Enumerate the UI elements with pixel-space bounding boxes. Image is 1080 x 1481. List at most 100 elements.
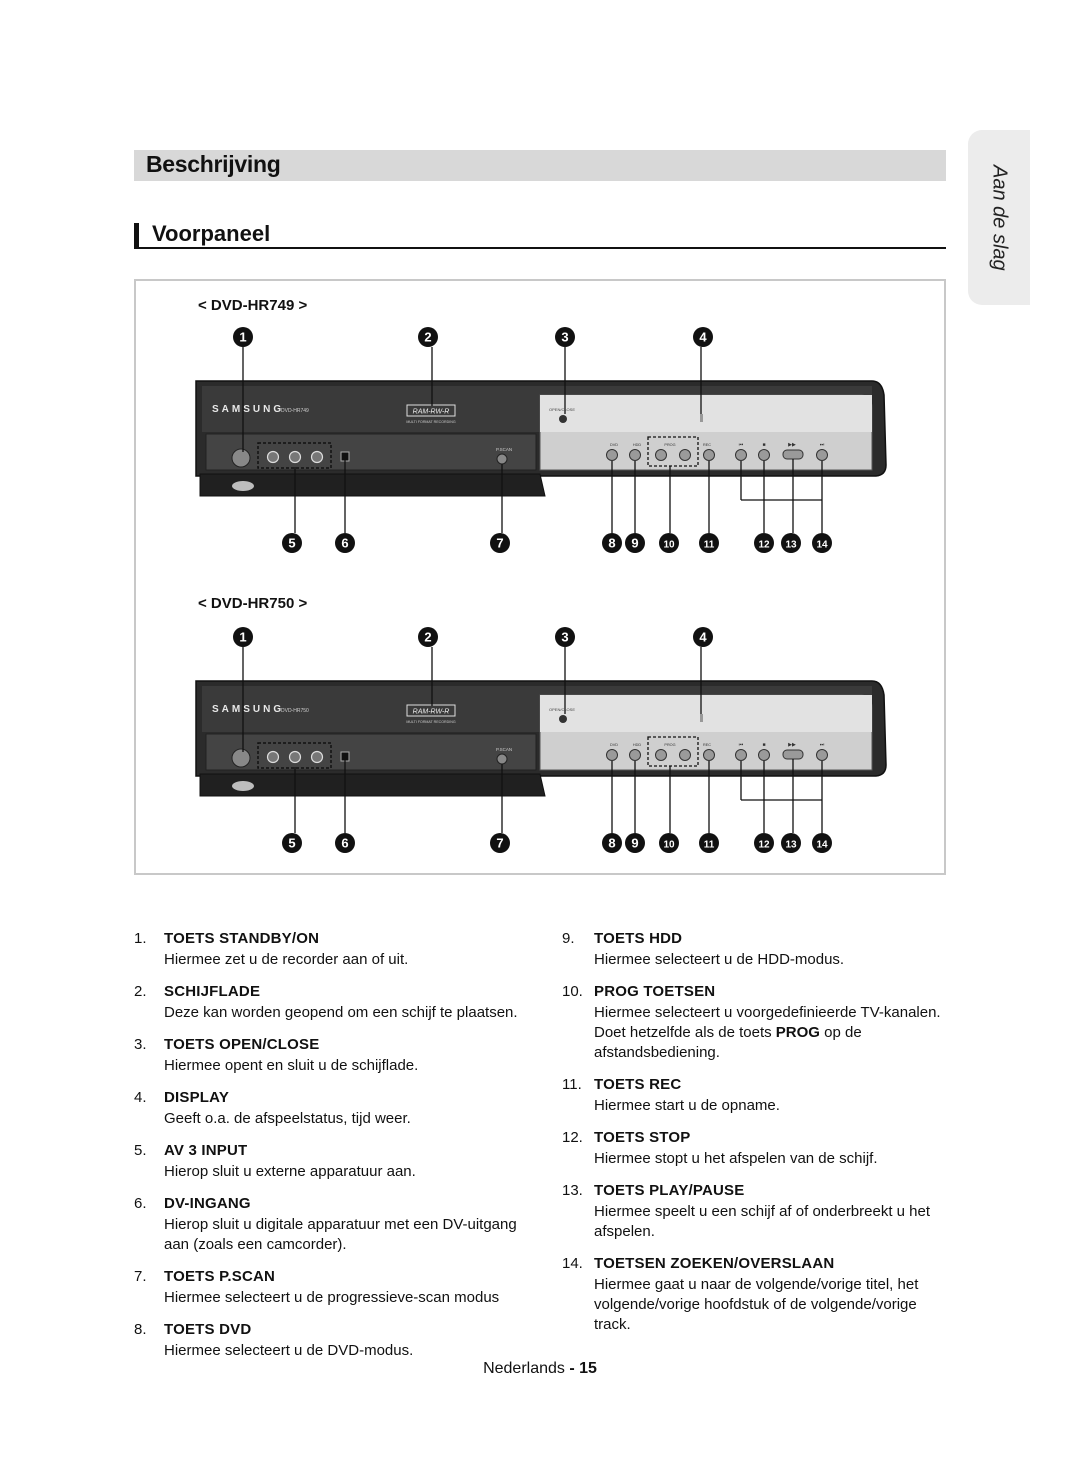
subsection-title: Voorpaneel [152, 221, 271, 246]
callout-4 [693, 627, 713, 647]
callout-number: 1 [239, 630, 246, 645]
callout-8 [602, 533, 622, 553]
model-label-hr750: < DVD-HR750 > [198, 595, 308, 612]
item-description: Hiermee selecteert u de progressieve-sca… [164, 1289, 500, 1306]
open-close-button [559, 715, 567, 723]
callout-11 [699, 533, 719, 553]
format-logo: RAM-RW-R [413, 709, 450, 716]
av-jack [288, 450, 302, 464]
callout-3 [555, 627, 575, 647]
stop-icon: ■ [762, 442, 765, 448]
callout-number: 3 [561, 330, 568, 345]
skip-back-icon: ⏮ [739, 742, 744, 748]
item-heading: TOETS P.SCAN [164, 1268, 276, 1285]
callout-9 [625, 833, 645, 853]
open-close-label: OPEN/CLOSE [549, 707, 575, 712]
item-heading: TOETS STANDBY/ON [164, 930, 320, 947]
callout-number: 6 [341, 536, 348, 551]
item-heading: PROG TOETSEN [594, 983, 716, 1000]
format-caption: MULTI FORMAT RECORDING [406, 720, 456, 724]
item-description: Hiermee gaat u naar de volgende/vorige t… [594, 1276, 919, 1333]
item-description: Hiermee selecteert u de HDD-modus. [594, 951, 845, 968]
callout-number: 2 [424, 630, 431, 645]
av-jack [266, 450, 280, 464]
callout-number: 10 [663, 840, 675, 851]
callout-number: 11 [704, 540, 715, 551]
chapter-tab-label: Aan de slag [988, 164, 1011, 271]
item-heading: DISPLAY [164, 1089, 230, 1106]
rec-button [703, 449, 715, 461]
callout-10 [659, 533, 679, 553]
av-jack [266, 750, 280, 764]
av-jack [310, 450, 324, 464]
prog-down-button [655, 749, 667, 761]
prog-buttons-group [647, 736, 699, 767]
item-heading: TOETSEN ZOEKEN/OVERSLAAN [594, 1255, 835, 1272]
prog-up-button [679, 749, 691, 761]
skip-back-button [735, 449, 747, 461]
av-jack [288, 750, 302, 764]
stop-button [758, 449, 770, 461]
dvd-button [606, 449, 618, 461]
callout-9 [625, 533, 645, 553]
standby-button [231, 748, 251, 768]
callout-number: 12 [758, 840, 770, 851]
page-footer: Nederlands - 15 [483, 1360, 597, 1377]
hdd-button [629, 749, 641, 761]
item-description: Hiermee zet u de recorder aan of uit. [164, 951, 409, 968]
item-description: Geeft o.a. de afspeelstatus, tijd weer. [164, 1110, 411, 1127]
model-print: DVD-HR749 [281, 408, 309, 414]
brand-logo: SAMSUNG [212, 404, 284, 415]
callout-11 [699, 833, 719, 853]
callout-14 [812, 833, 832, 853]
display-window [540, 695, 872, 732]
item-description: Hiermee selecteert u de DVD-modus. [164, 1342, 414, 1359]
hdd-button [629, 449, 641, 461]
prog-up-button [679, 449, 691, 461]
callout-number: 13 [785, 540, 797, 551]
callout-4 [693, 327, 713, 347]
display-window [540, 395, 872, 432]
callout-12 [754, 833, 774, 853]
callout-6 [335, 833, 355, 853]
button-label-hdd: HDD [633, 743, 641, 747]
callout-5 [282, 833, 302, 853]
callout-10 [659, 833, 679, 853]
brand-logo: SAMSUNG [212, 704, 284, 715]
skip-forward-button [816, 749, 828, 761]
av-input-group [257, 442, 332, 469]
item-heading: TOETS PLAY/PAUSE [594, 1182, 745, 1199]
pscan-button [496, 753, 508, 765]
play-pause-icon: ▶▶ [788, 742, 796, 748]
callout-number: 5 [288, 836, 295, 851]
left-lower-panel [205, 733, 537, 771]
item-heading: TOETS HDD [594, 930, 683, 947]
callout-number: 5 [288, 536, 295, 551]
callout-7 [490, 833, 510, 853]
format-logo-box [406, 704, 456, 717]
callout-6 [335, 533, 355, 553]
callout-12 [754, 533, 774, 553]
stop-button [758, 749, 770, 761]
button-label-dvd: DVD [610, 743, 618, 747]
callout-1 [233, 627, 253, 647]
format-logo: RAM-RW-R [413, 409, 450, 416]
item-description: Deze kan worden geopend om een schijf te… [164, 1004, 518, 1021]
model-label-hr749: < DVD-HR749 > [198, 297, 308, 314]
callout-number: 9 [631, 836, 638, 851]
chapter-tab [968, 130, 1030, 305]
skip-forward-icon: ⏭ [820, 742, 825, 748]
pscan-label: P.SCAN [496, 447, 512, 452]
item-description: Hierop sluit u digitale apparatuur met e… [164, 1216, 517, 1253]
subsection-marker [134, 223, 139, 247]
item-heading: TOETS DVD [164, 1321, 252, 1338]
